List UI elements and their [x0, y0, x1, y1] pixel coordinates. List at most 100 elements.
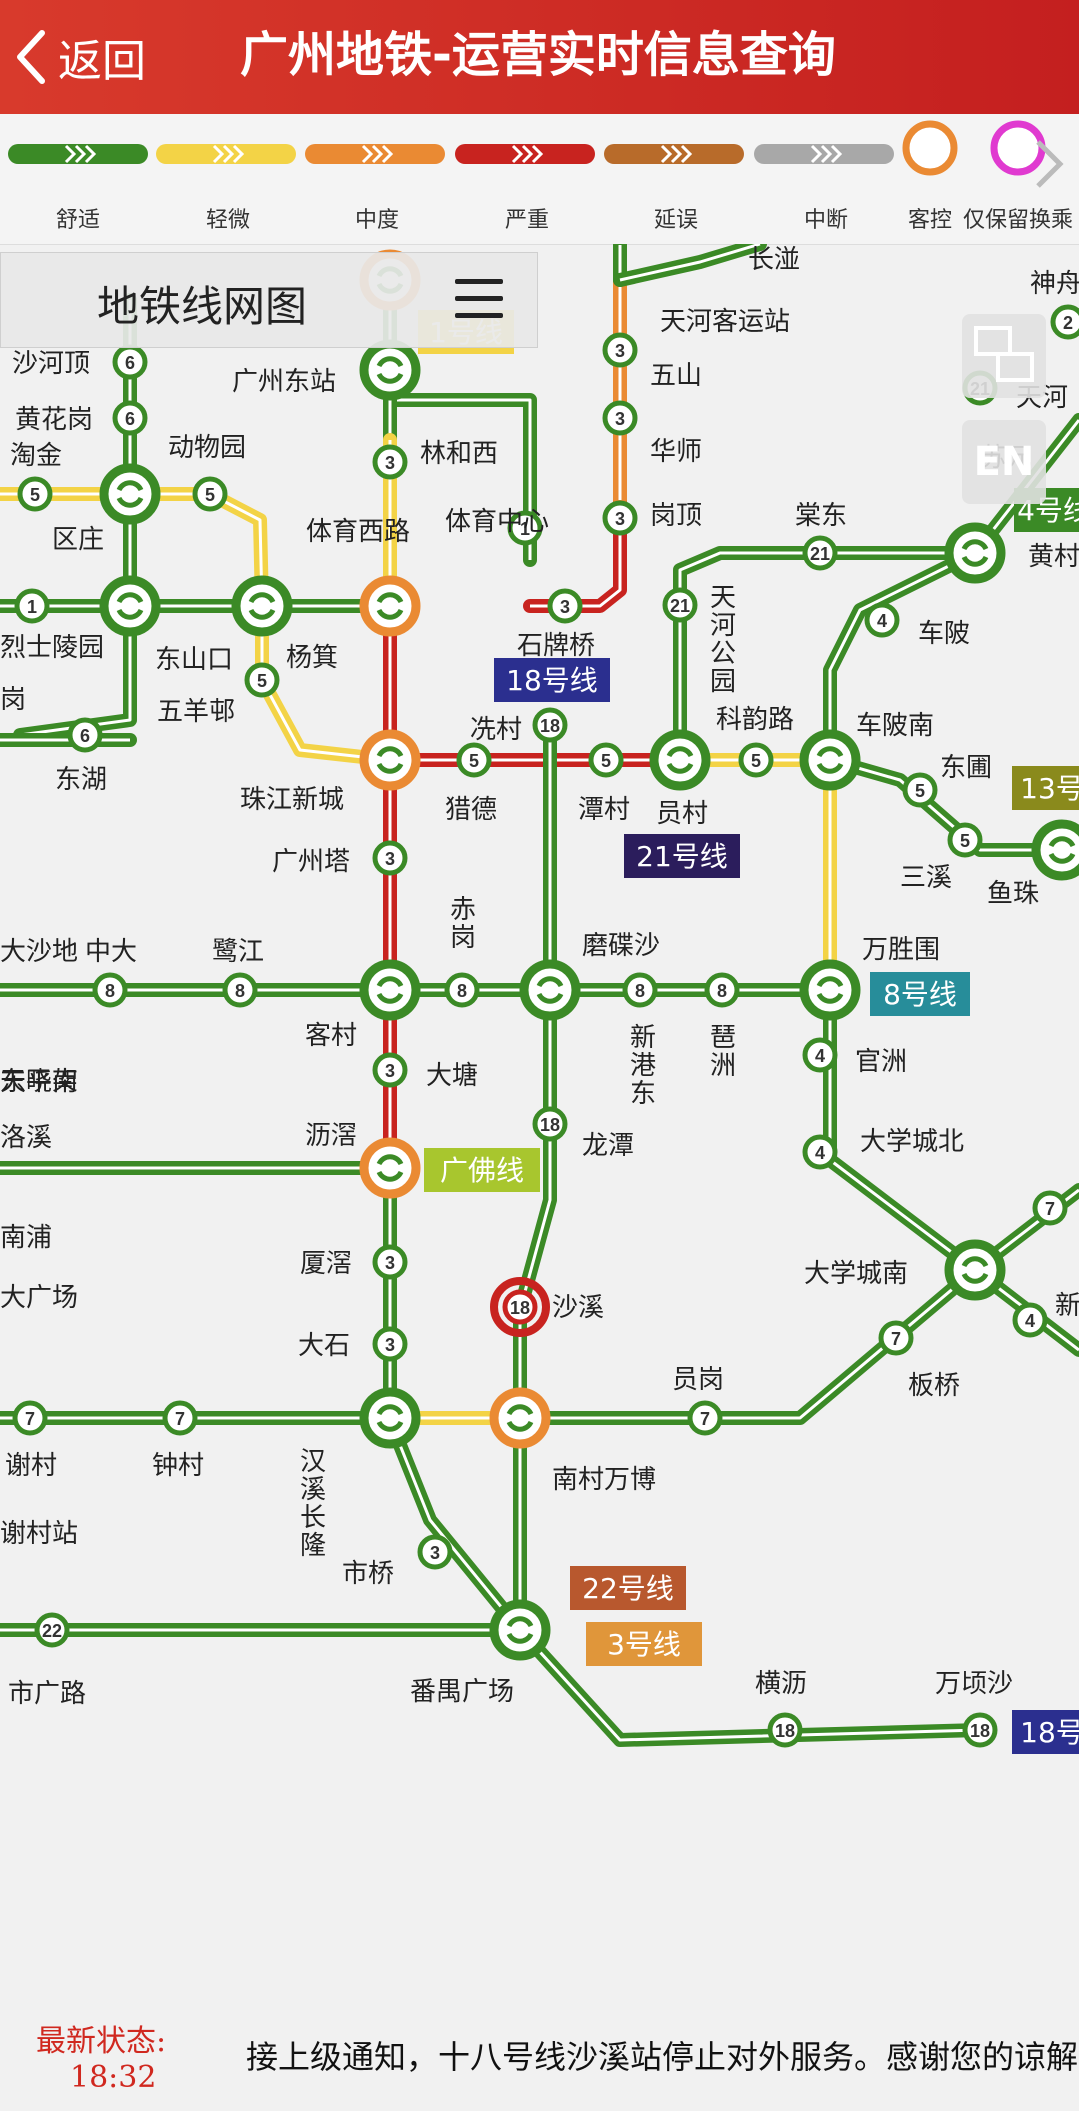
- interchange-station[interactable]: [359, 1387, 421, 1449]
- station-marker[interactable]: 18: [502, 1289, 538, 1325]
- line-tag[interactable]: 4号线: [1014, 488, 1079, 532]
- station-marker[interactable]: 7: [162, 1400, 198, 1436]
- svg-text:8: 8: [635, 981, 645, 1001]
- line-tag[interactable]: 22号线: [570, 1566, 686, 1610]
- station-marker[interactable]: 22: [34, 1612, 70, 1648]
- station-label: 天河公园: [710, 583, 736, 697]
- station-marker[interactable]: 3: [602, 332, 638, 368]
- station-marker[interactable]: 6: [112, 344, 148, 380]
- station-marker[interactable]: 3: [372, 1052, 408, 1088]
- station-label: 岗: [0, 685, 26, 715]
- station-marker[interactable]: 4: [802, 1134, 838, 1170]
- station-marker[interactable]: 6: [67, 717, 103, 753]
- interchange-station[interactable]: [359, 339, 421, 401]
- station-marker[interactable]: 5: [902, 772, 938, 808]
- interchange-station[interactable]: [359, 959, 421, 1021]
- station-marker[interactable]: 3: [372, 840, 408, 876]
- station-marker[interactable]: 8: [222, 972, 258, 1008]
- interchange-station[interactable]: [359, 575, 421, 637]
- station-marker[interactable]: 7: [878, 1320, 914, 1356]
- station-marker[interactable]: 18: [532, 1106, 568, 1142]
- interchange-station[interactable]: [519, 959, 581, 1021]
- station-marker[interactable]: 18: [962, 1712, 998, 1748]
- station-marker[interactable]: 3: [602, 400, 638, 436]
- station-label: 科韵路: [716, 705, 794, 735]
- station-marker[interactable]: 3: [372, 444, 408, 480]
- station-marker[interactable]: 2: [1050, 304, 1079, 340]
- station-marker[interactable]: 4: [802, 1037, 838, 1073]
- svg-text:6: 6: [125, 353, 135, 373]
- station-marker[interactable]: 5: [17, 476, 53, 512]
- station-marker[interactable]: 3: [602, 500, 638, 536]
- legend-label: 中度: [354, 208, 400, 233]
- station-marker[interactable]: 3: [547, 588, 583, 624]
- svg-text:18号: 18号: [1020, 1716, 1079, 1749]
- line-tag[interactable]: 21号线: [624, 834, 740, 878]
- station-marker[interactable]: 5: [738, 742, 774, 778]
- station-marker[interactable]: 3: [372, 1244, 408, 1280]
- station-label: 林和西: [420, 439, 498, 469]
- language-button[interactable]: EN: [962, 420, 1046, 504]
- chevron-right-icon[interactable]: [1030, 134, 1070, 194]
- station-marker[interactable]: 1: [14, 588, 50, 624]
- line-tag[interactable]: 18号: [1012, 1710, 1079, 1754]
- station-marker[interactable]: 18: [532, 707, 568, 743]
- station-label: 新造: [1055, 1291, 1079, 1321]
- station-marker[interactable]: 8: [444, 972, 480, 1008]
- station-label: 天平架: [0, 1067, 78, 1097]
- station-marker[interactable]: 3: [372, 1326, 408, 1362]
- station-marker[interactable]: 4: [1012, 1302, 1048, 1338]
- interchange-station[interactable]: [99, 463, 161, 525]
- back-button[interactable]: 返回: [14, 22, 146, 92]
- station-marker[interactable]: 18: [767, 1712, 803, 1748]
- interchange-station[interactable]: [359, 1137, 421, 1199]
- station-label: 龙潭: [582, 1131, 634, 1161]
- legend-label: 严重: [504, 208, 550, 233]
- interchange-station[interactable]: [799, 729, 861, 791]
- interchange-station[interactable]: [489, 1387, 551, 1449]
- interchange-station[interactable]: [944, 522, 1006, 584]
- station-marker[interactable]: 7: [1032, 1190, 1068, 1226]
- line-tag[interactable]: 广佛线: [424, 1148, 540, 1192]
- line-tag[interactable]: 3号线: [586, 1622, 702, 1666]
- station-label: 中大: [85, 937, 137, 967]
- svg-text:18: 18: [775, 1721, 795, 1741]
- station-marker[interactable]: 8: [622, 972, 658, 1008]
- interchange-station[interactable]: [944, 1239, 1006, 1301]
- station-marker[interactable]: 5: [192, 476, 228, 512]
- station-marker[interactable]: 21: [662, 587, 698, 623]
- line-tag[interactable]: 13号: [1012, 766, 1079, 810]
- interchange-station[interactable]: [99, 575, 161, 637]
- legend-swatch-0: [8, 144, 148, 164]
- menu-button[interactable]: [453, 277, 507, 321]
- station-marker[interactable]: 4: [864, 602, 900, 638]
- interchange-station[interactable]: [1031, 819, 1079, 881]
- station-marker[interactable]: 6: [112, 400, 148, 436]
- svg-text:5: 5: [205, 485, 215, 505]
- interchange-station[interactable]: [359, 729, 421, 791]
- interchange-station[interactable]: [231, 575, 293, 637]
- line-tag[interactable]: 8号线: [870, 972, 970, 1016]
- station-label: 大石: [298, 1331, 350, 1361]
- interchange-station[interactable]: [649, 729, 711, 791]
- station-marker[interactable]: 8: [92, 972, 128, 1008]
- station-marker[interactable]: 7: [687, 1400, 723, 1436]
- station-marker[interactable]: 5: [456, 742, 492, 778]
- station-marker[interactable]: 1: [507, 510, 543, 546]
- fullscreen-button[interactable]: [962, 314, 1046, 398]
- line-tag[interactable]: 18号线: [494, 658, 610, 702]
- station-label: 万顷沙: [935, 1669, 1013, 1699]
- station-marker[interactable]: 5: [588, 742, 624, 778]
- svg-text:8: 8: [235, 981, 245, 1001]
- interchange-station[interactable]: [489, 1599, 551, 1661]
- station-marker[interactable]: 7: [12, 1400, 48, 1436]
- station-marker[interactable]: 21: [802, 535, 838, 571]
- interchange-station[interactable]: [799, 959, 861, 1021]
- svg-text:22: 22: [42, 1621, 62, 1641]
- station-marker[interactable]: 8: [704, 972, 740, 1008]
- station-marker[interactable]: 5: [947, 822, 983, 858]
- station-marker[interactable]: 3: [417, 1534, 453, 1570]
- station-marker[interactable]: 5: [244, 662, 280, 698]
